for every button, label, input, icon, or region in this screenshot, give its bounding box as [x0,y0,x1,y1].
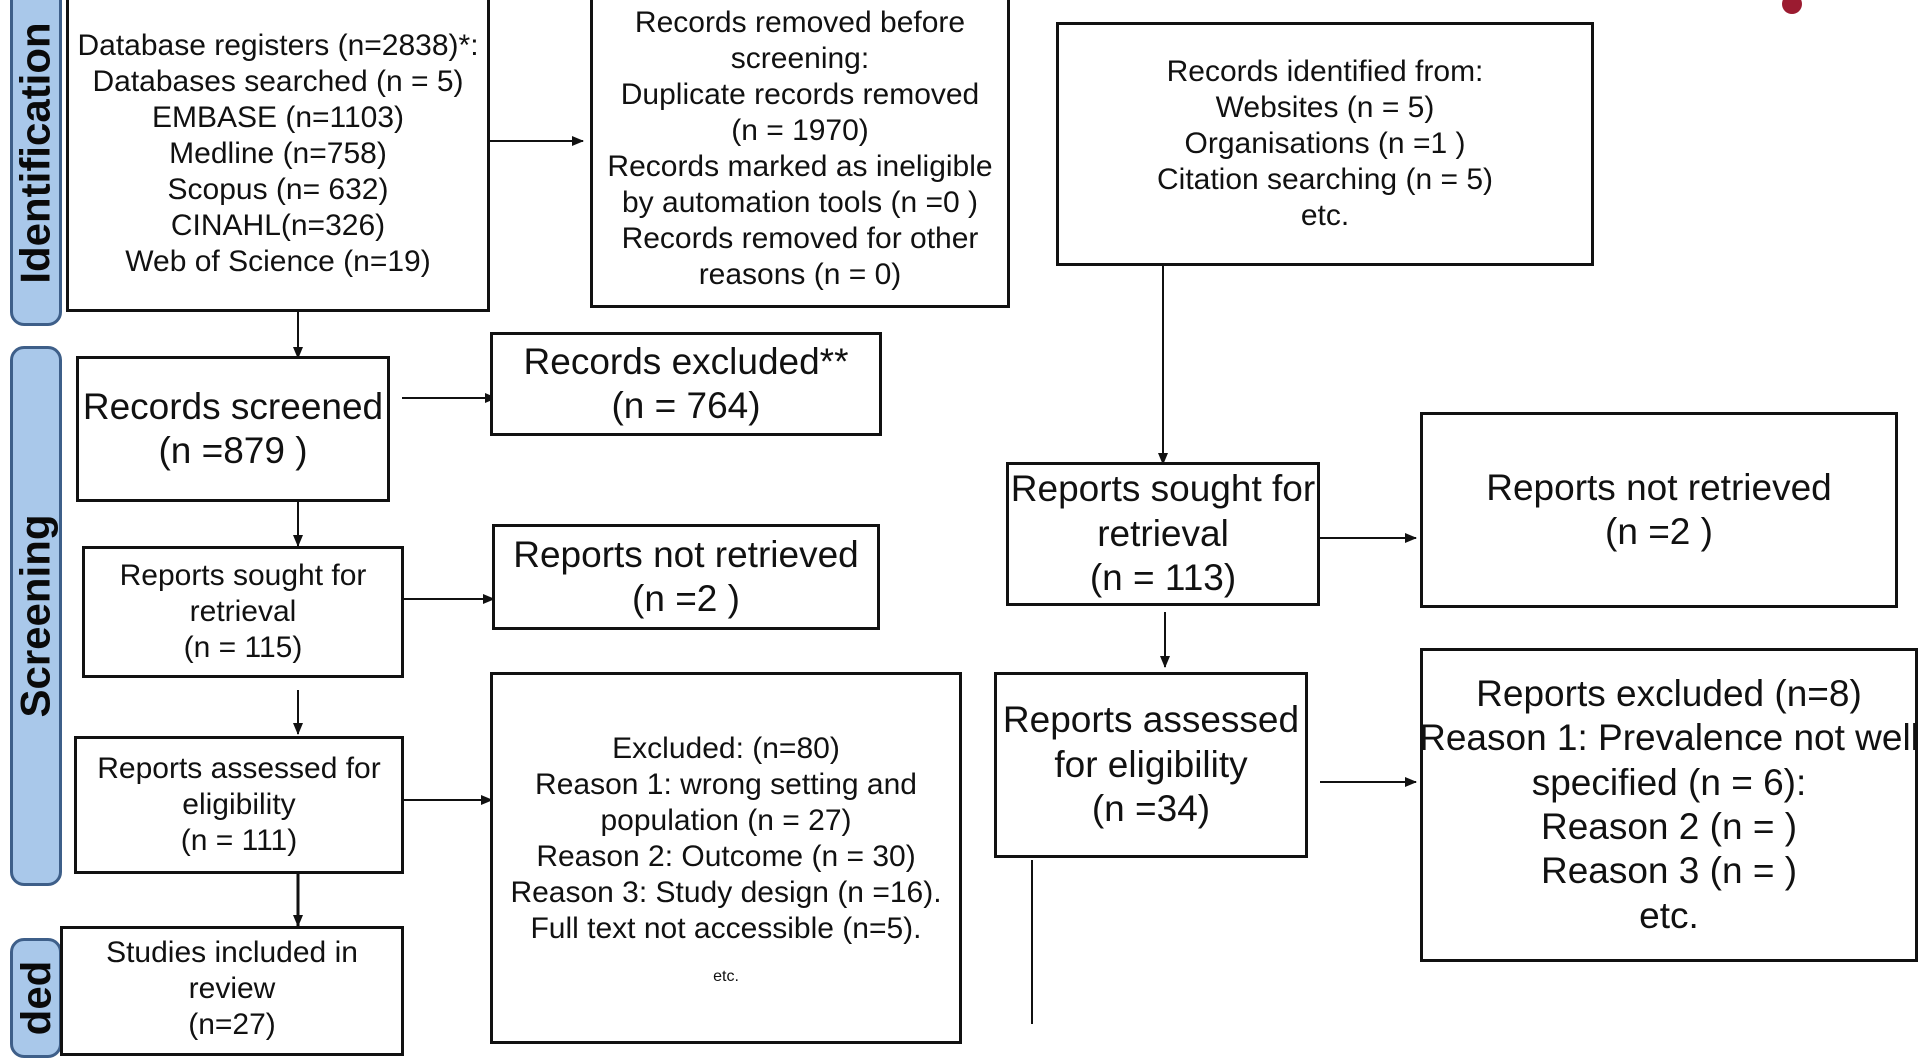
other-sources-line: Citation searching (n = 5) [1156,163,1493,196]
other-not-retrieved-label: Reports not retrieved [1486,466,1832,508]
excluded-line: Excluded: (n=80) [612,732,840,765]
studies-included-line: review [188,972,276,1005]
other-reports-assessed-box: Reports assessed for eligibility (n =34) [994,672,1308,858]
reports-sought-line: retrieval [189,595,297,628]
removed-line: by automation tools (n =0 ) [621,186,979,219]
records-excluded-box: Records excluded** (n = 764) [490,332,882,436]
excluded-line: Reason 2: Outcome (n = 30) [536,840,916,873]
records-screened-label: Records screened [82,385,384,427]
removed-line: Records marked as ineligible [607,150,993,183]
databases-line: Medline (n=758) [169,137,387,170]
other-assessed-line: Reports assessed [1002,699,1300,741]
other-reports-not-retrieved-box: Reports not retrieved (n =2 ) [1420,412,1898,608]
records-excluded-count: (n = 764) [611,385,761,426]
other-sources-box: Records identified from: Websites (n = 5… [1056,22,1594,266]
other-excluded-line: specified (n = 6): [1531,761,1807,803]
logo-icon [1782,0,1802,14]
reports-sought-box: Reports sought for retrieval (n = 115) [82,546,404,678]
reports-sought-line: Reports sought for [119,559,367,592]
not-retrieved-label: Reports not retrieved [513,533,859,575]
other-excluded-line: Reason 1: Prevalence not well [1420,717,1918,759]
excluded-line: Reason 3: Study design (n =16). [510,876,942,909]
other-reports-sought-line: Reports sought for [1010,468,1316,510]
studies-included-line: Studies included in [106,936,358,969]
other-excluded-line: etc. [1639,894,1699,936]
other-excluded-line: Reports excluded (n=8) [1476,672,1862,714]
other-sources-line: etc. [1300,199,1350,232]
other-excluded-line: Reason 3 (n = ) [1540,850,1798,892]
removed-line: Duplicate records removed [620,78,980,111]
other-sources-line: Websites (n = 5) [1215,91,1435,124]
removed-line: screening: [730,42,870,75]
other-assessed-line: for eligibility [1054,743,1248,785]
other-reports-sought-line: retrieval [1097,512,1229,554]
other-reports-sought-box: Reports sought for retrieval (n = 113) [1006,462,1320,606]
excluded-etc: etc. [713,968,739,985]
databases-line: CINAHL(n=326) [170,209,386,242]
databases-line: EMBASE (n=1103) [151,101,405,134]
other-not-retrieved-count: (n =2 ) [1605,511,1713,552]
removed-line: Records removed for other [621,222,979,255]
other-excluded-line: Reason 2 (n = ) [1540,806,1798,847]
excluded-line: Full text not accessible (n=5). [530,912,922,945]
not-retrieved-count: (n =2 ) [632,578,740,619]
records-removed-box: Records removed before screening: Duplic… [590,0,1010,308]
removed-line: Records removed before [634,6,966,39]
phase-identification: Identification [10,0,62,326]
databases-box: Database registers (n=2838)*: Databases … [66,0,490,312]
databases-line: Web of Science (n=19) [125,245,431,278]
reports-assessed-box: Reports assessed for eligibility (n = 11… [74,736,404,874]
other-assessed-line: (n =34) [1091,788,1211,830]
reports-assessed-line: (n = 111) [180,824,298,857]
phase-screening: Screening [10,346,62,886]
other-sources-line: Records identified from: [1166,55,1484,88]
records-screened-box: Records screened (n =879 ) [76,356,390,502]
reports-assessed-line: eligibility [182,788,296,821]
removed-line: (n = 1970) [731,114,869,147]
other-sources-line: Organisations (n =1 ) [1184,127,1466,160]
excluded-line: Reason 1: wrong setting and [535,768,917,801]
reports-assessed-line: Reports assessed for [97,752,381,785]
reports-sought-line: (n = 115) [183,631,303,664]
reports-not-retrieved-box: Reports not retrieved (n =2 ) [492,524,880,630]
other-reports-sought-line: (n = 113) [1089,557,1237,599]
databases-line: Databases searched (n = 5) [92,65,464,98]
records-excluded-label: Records excluded** [523,340,849,382]
databases-line: Database registers (n=2838)*: [77,29,479,62]
other-reports-excluded-box: Reports excluded (n=8) Reason 1: Prevale… [1420,648,1918,962]
excluded-line: population (n = 27) [600,804,852,837]
connector-arrows [293,136,1417,1024]
databases-line: Scopus (n= 632) [167,173,389,206]
reports-excluded-box: Excluded: (n=80) Reason 1: wrong setting… [490,672,962,1044]
studies-included-box: Studies included in review (n=27) [60,926,404,1056]
removed-line: reasons (n = 0) [698,258,902,291]
records-screened-count: (n =879 ) [158,430,308,471]
studies-included-line: (n=27) [188,1008,276,1041]
